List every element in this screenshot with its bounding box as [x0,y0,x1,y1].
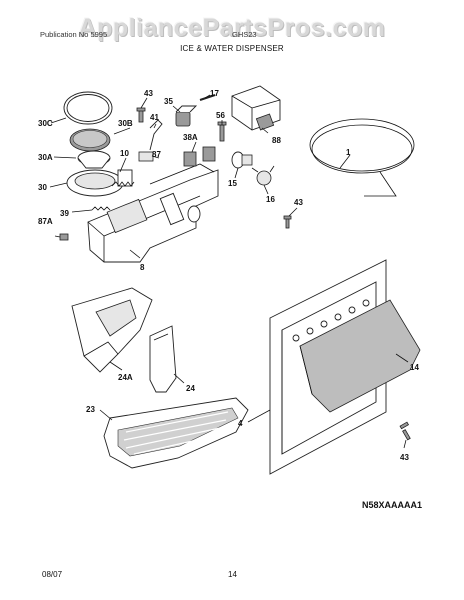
part-87a-clip [59,233,69,241]
part-39-spring [91,206,111,211]
callout-39: 39 [60,209,69,218]
callout-10: 10 [120,149,129,158]
diagram-code: N58XAAAAA1 [362,500,423,510]
callout-87: 87 [152,150,161,159]
part-38a-switches [183,146,216,167]
part-23-drip-tray [103,397,249,469]
part-16-socket [251,165,275,186]
watermark: AppliancePartsPros.com [78,14,386,42]
callout-56: 56 [216,111,225,120]
part-24a-chute [71,287,153,373]
callout-88: 88 [272,136,281,145]
part-10-spring [111,181,135,187]
callout-17: 17 [210,89,219,98]
callout-30a: 30A [38,153,53,162]
callout-38a: 38A [183,133,198,142]
callout-8: 8 [140,263,145,272]
callout-35: 35 [164,97,173,106]
callout-24a: 24A [118,373,133,382]
control-panel-buttons [292,299,370,342]
callout-30b: 30B [118,119,133,128]
part-30b-filter [69,128,111,152]
part-1-water-tube [309,118,415,197]
part-43-screw-top [136,107,146,123]
part-8-dispenser-housing [87,163,219,263]
part-87-bracket [138,151,154,162]
part-35-switch [175,105,198,127]
callout-14: 14 [410,363,419,372]
part-43-screw-mid [283,215,292,229]
callout-23: 23 [86,405,95,414]
callout-4: 4 [238,419,243,428]
leader-lines [49,94,409,449]
part-30a-cone [77,150,111,169]
part-15-bulb [231,151,253,169]
callout-43-mid: 43 [294,198,303,207]
part-24-flap [149,325,177,393]
part-43-screw-bottom [399,421,411,441]
callout-43-bottom: 43 [400,453,409,462]
callout-43-top: 43 [144,89,153,98]
callout-1: 1 [346,148,351,157]
callout-24: 24 [186,384,195,393]
section-title: ICE & WATER DISPENSER [180,44,284,53]
callout-30c: 30C [38,119,53,128]
callout-41: 41 [150,113,159,122]
part-88-solenoid [231,85,281,131]
footer-page-number: 14 [228,570,237,579]
callout-16: 16 [266,195,275,204]
part-14-overlay [299,299,421,413]
part-17-screw [199,94,216,101]
footer-date: 08/07 [42,570,63,579]
model-number: GHS23 [232,30,257,39]
callout-30: 30 [38,183,47,192]
part-30c-ring [63,91,113,125]
part-41-lever [149,119,163,151]
callout-87a: 87A [38,217,53,226]
callout-15: 15 [228,179,237,188]
publication-number: Publication No 5995 [40,30,108,39]
